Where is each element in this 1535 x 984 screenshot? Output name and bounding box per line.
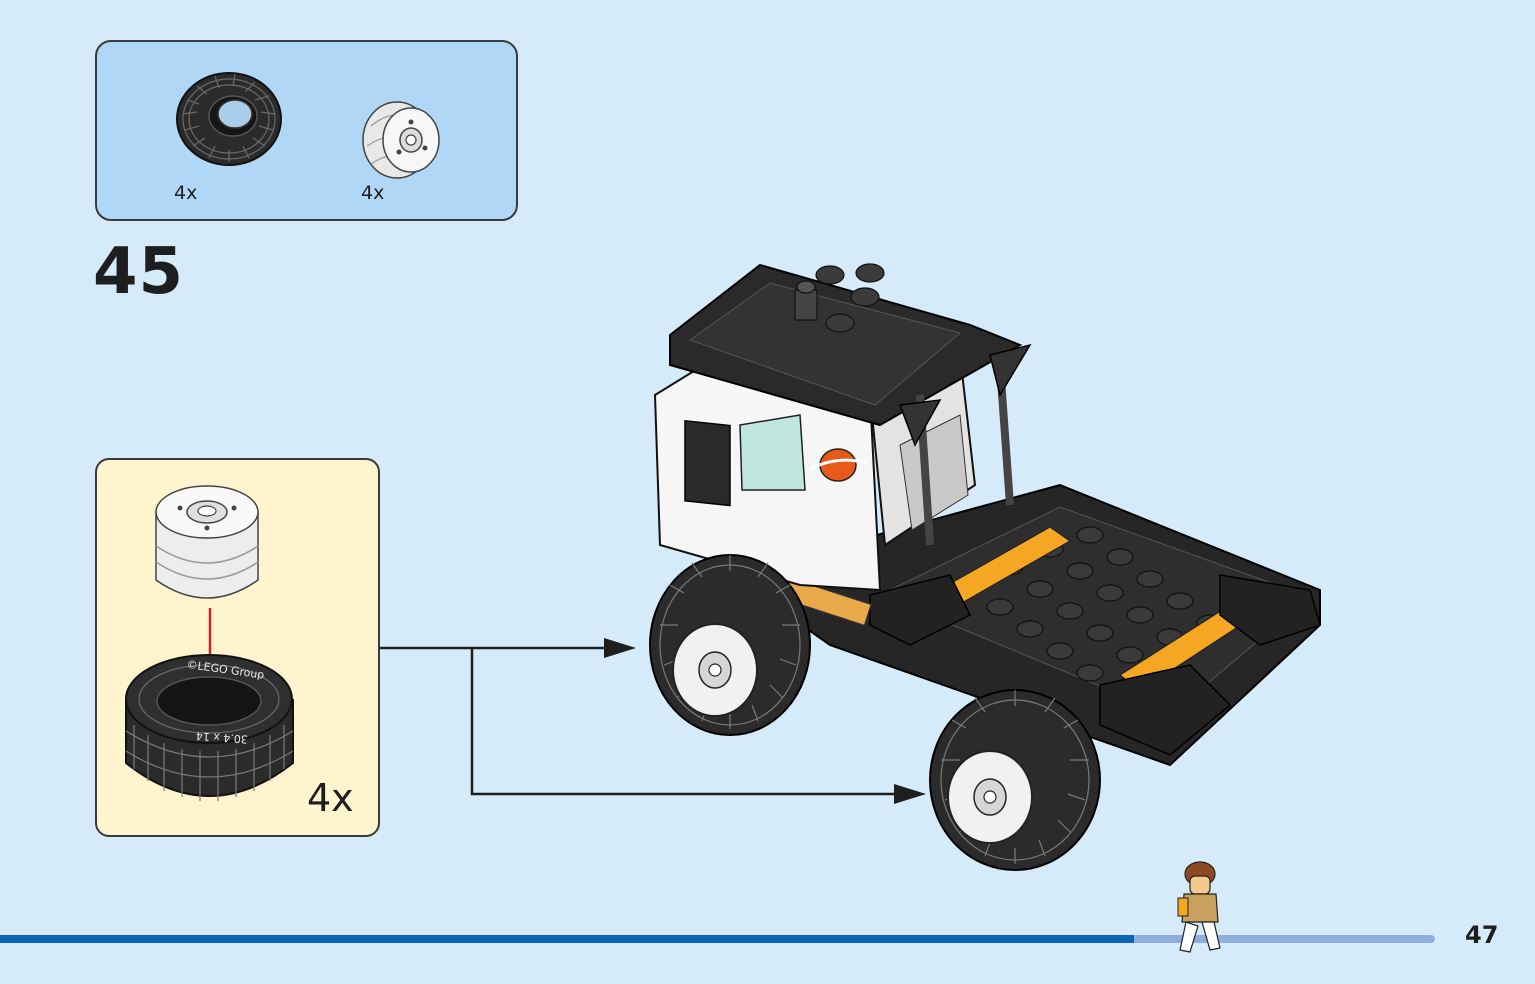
roof-studs — [815, 263, 885, 333]
tire-icon: ©LEGO Group 30.4 x 14 — [125, 654, 294, 801]
wheel-rim-icon — [155, 485, 259, 599]
page-number: 47 — [1465, 921, 1499, 949]
progress-done — [0, 935, 1134, 943]
rear-wheel — [929, 689, 1101, 871]
minifigure-icon — [1177, 861, 1221, 953]
connector-arrows — [380, 638, 900, 796]
tire-quantity: 4x — [174, 182, 198, 204]
subassembly-quantity: 4x — [307, 776, 354, 820]
wheel-rim-quantity: 4x — [361, 182, 385, 204]
wheel-rim-icon — [362, 101, 440, 179]
space-logo-icon — [819, 448, 857, 482]
arrow-head-icon — [894, 784, 926, 804]
parts-list-callout: 4x 4x — [95, 40, 518, 221]
step-number: 45 — [93, 235, 185, 309]
progress-bar — [0, 935, 1435, 943]
tire-size-text: 30.4 x 14 — [195, 729, 248, 746]
tire-icon — [176, 72, 282, 166]
subassembly-callout: ©LEGO Group 30.4 x 14 4x — [95, 458, 380, 837]
truck-model — [649, 263, 1321, 871]
front-wheel — [649, 554, 811, 736]
